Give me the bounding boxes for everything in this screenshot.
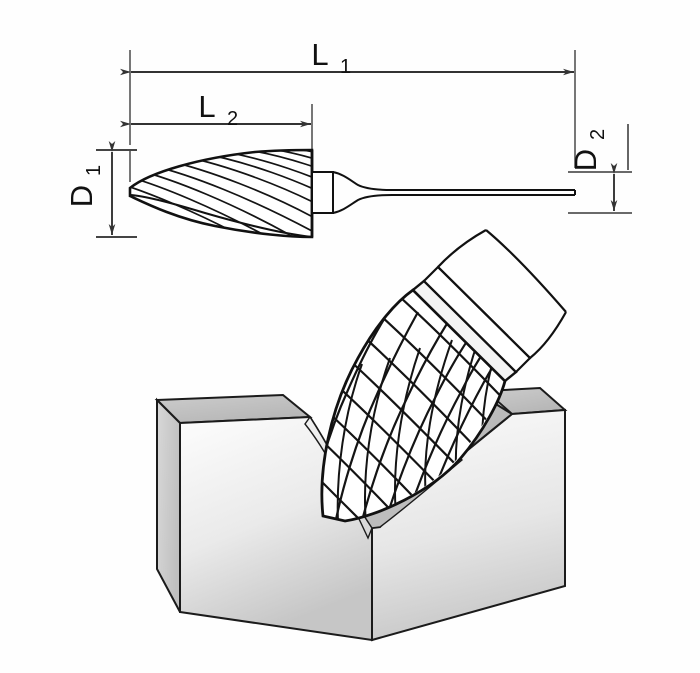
label-D1-symbol: D [64,185,99,207]
label-D2: D 2 [568,129,609,171]
d1-tick-lines [96,149,137,238]
label-L2-subscript: 2 [227,108,238,130]
label-D1: D 1 [64,165,105,207]
label-D1-subscript: 1 [83,165,105,176]
burr-3d-neck-upper [437,229,487,268]
label-L1: L 1 [311,37,351,78]
burr-3d-shank-edge [485,229,567,313]
label-D2-symbol: D [568,149,603,171]
d2-tick-lines [568,124,632,214]
label-L1-symbol: L [311,37,328,72]
burr-3d-neck-lower [437,266,567,360]
label-D2-subscript: 2 [587,129,609,140]
label-L1-subscript: 1 [340,56,351,78]
application-view-group [154,229,568,642]
extension-lines [129,50,576,182]
label-L2: L 2 [198,89,238,130]
burr-flute-ribs [336,317,505,520]
shank-body [392,190,575,195]
label-L2-symbol: L [198,89,215,124]
neck-taper-top [332,171,393,191]
neck-taper-bottom [332,194,393,214]
